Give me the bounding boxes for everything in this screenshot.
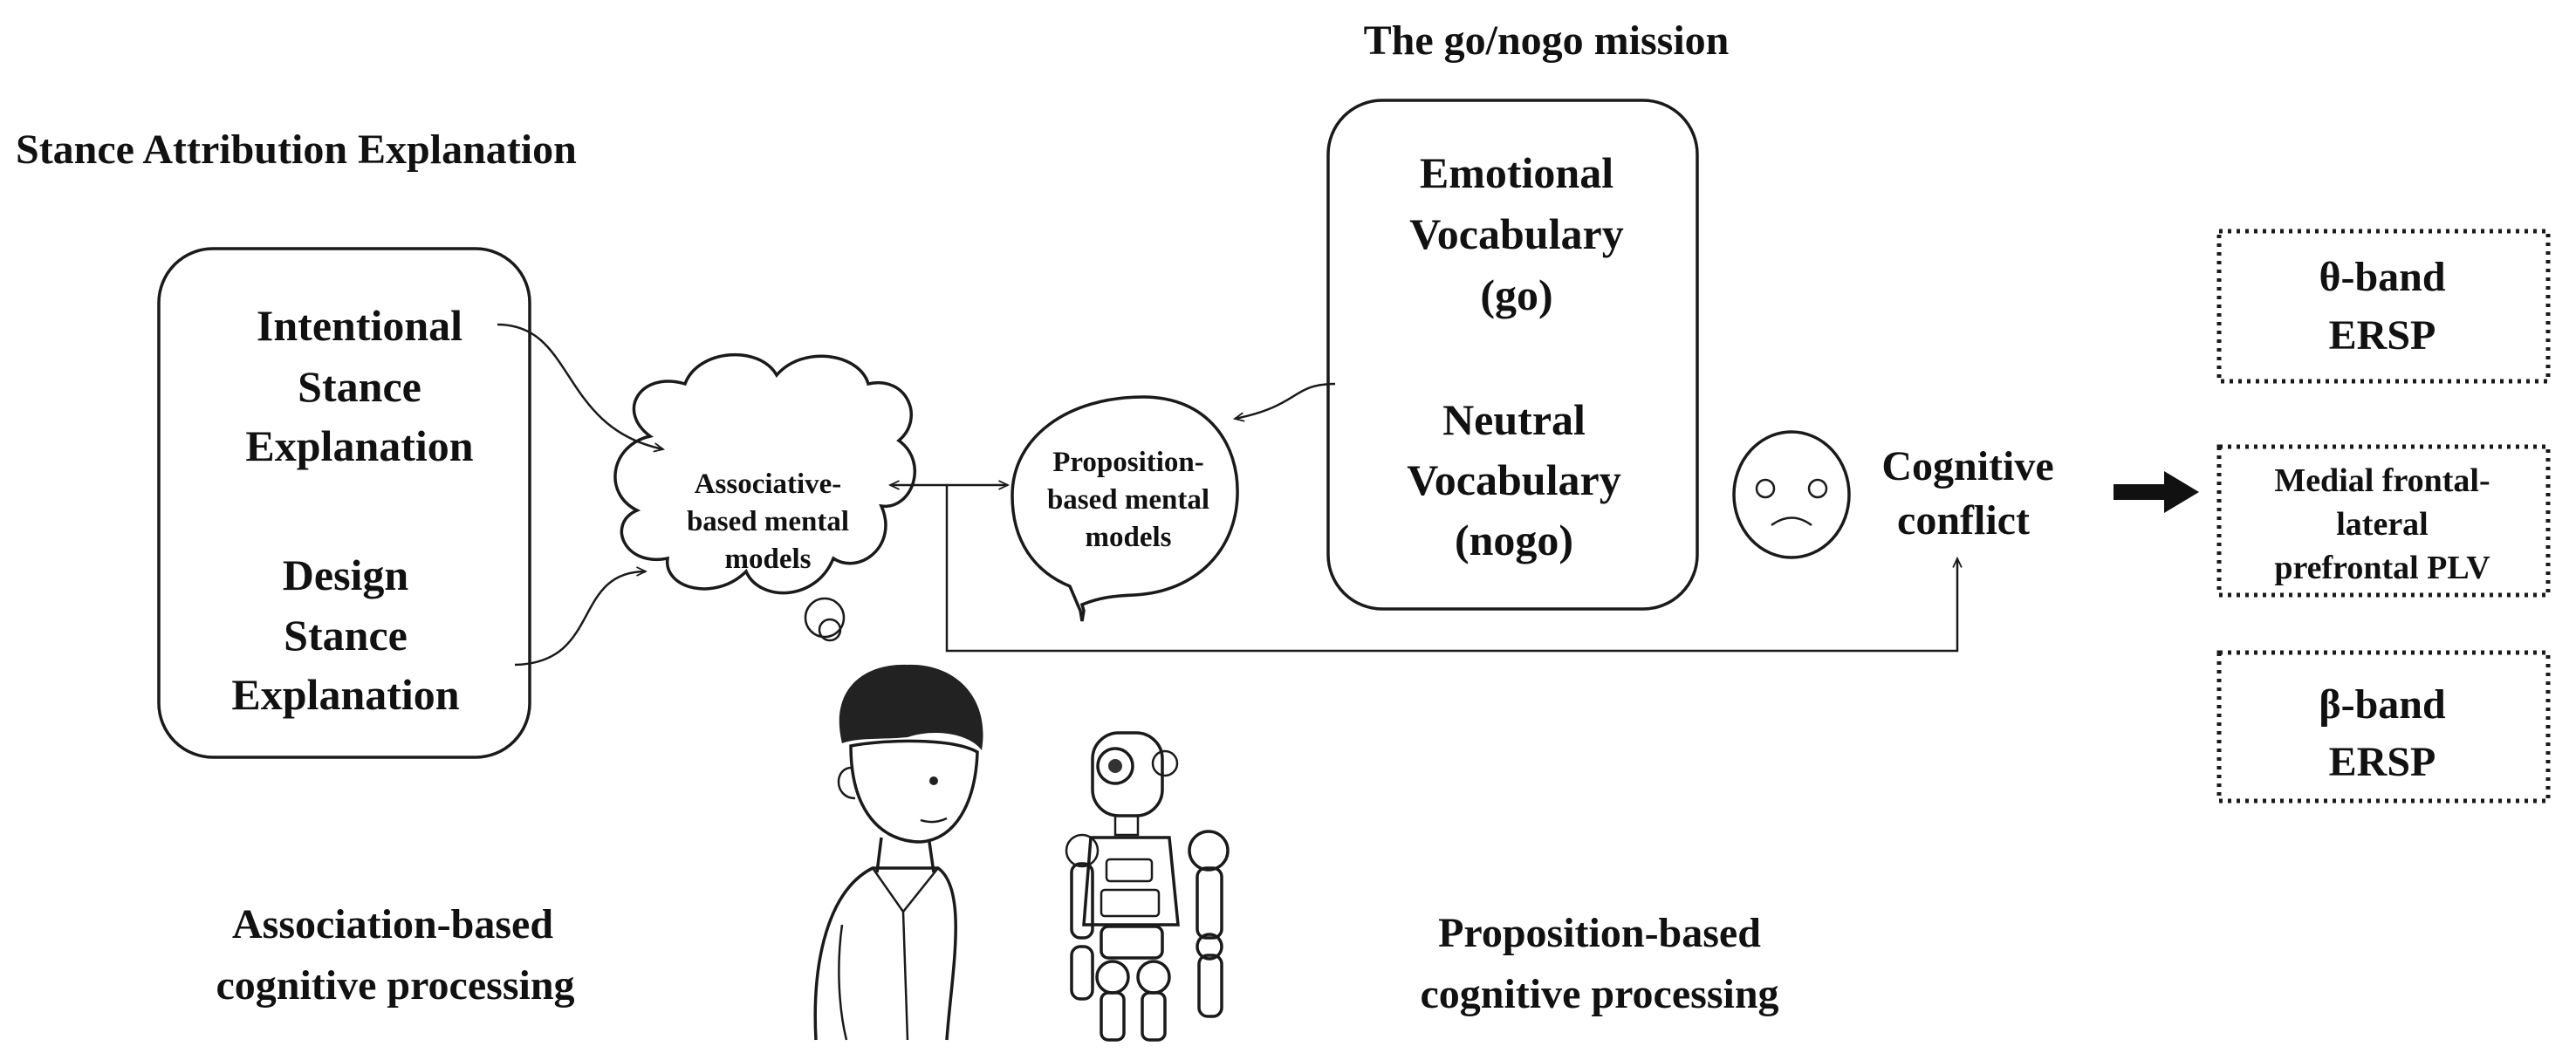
svg-text:ERSP: ERSP [2329,739,2436,785]
svg-text:lateral: lateral [2336,506,2429,543]
stance-box [157,247,531,759]
associative-cloud-text: Associative- based mental models [687,468,849,575]
svg-text:Proposition-based: Proposition-based [1438,910,1761,956]
proposition-bubble-text: Proposition- based mental models [1047,447,1209,553]
svg-text:cognitive processing: cognitive processing [216,962,574,1009]
svg-text:Neutral: Neutral [1442,395,1586,444]
arrow-vocabulary-to-bubble [1232,382,1336,422]
svg-text:Proposition-: Proposition- [1052,447,1204,478]
svg-text:Vocabulary: Vocabulary [1409,209,1623,258]
svg-text:models: models [1086,522,1172,553]
robot-illustration [1065,731,1230,1042]
svg-text:based mental: based mental [1047,484,1209,516]
svg-text:Stance: Stance [284,611,408,660]
cognitive-conflict-label: Cognitive conflict [1881,443,2053,544]
svg-text:models: models [725,544,812,575]
intentional-stance-text: Intentional Stance Explanation [245,301,473,470]
svg-text:β-band: β-band [2319,681,2446,728]
svg-text:Medial frontal-: Medial frontal- [2274,462,2490,499]
heading-stance-attribution: Stance Attribution Explanation [16,127,577,173]
svg-text:θ-band: θ-band [2319,254,2445,300]
arrow-intentional-to-cloud [497,323,666,453]
bold-right-arrow [2114,471,2199,513]
beta-band-box [2216,650,2551,804]
association-processing-label: Association-based cognitive processing [216,901,574,1009]
associative-cloud [613,352,916,642]
beta-band-text: β-band ERSP [2319,681,2446,785]
heading-gonogo-mission: The go/nogo mission [1364,17,1730,64]
svg-text:(go): (go) [1480,270,1552,319]
vocabulary-box [1326,99,1699,611]
svg-text:cognitive processing: cognitive processing [1420,971,1778,1017]
svg-text:Associative-: Associative- [695,468,842,500]
svg-text:Explanation: Explanation [245,421,473,470]
svg-text:Intentional: Intentional [257,301,462,350]
svg-text:Cognitive: Cognitive [1881,443,2053,489]
neutral-vocabulary-text: Neutral Vocabulary (nogo) [1407,395,1620,564]
proposition-bubble [1011,395,1239,622]
svg-text:conflict: conflict [1897,497,2030,544]
sad-face-icon [1732,430,1851,559]
svg-text:based mental: based mental [687,506,849,537]
arrow-to-cognitive-conflict [945,485,1963,653]
svg-text:Association-based: Association-based [232,901,553,947]
design-stance-text: Design Stance Explanation [231,551,459,719]
emotional-vocabulary-text: Emotional Vocabulary (go) [1409,148,1623,319]
plv-box [2216,444,2551,598]
svg-text:Design: Design [283,551,409,599]
svg-text:Vocabulary: Vocabulary [1407,455,1620,504]
theta-band-text: θ-band ERSP [2319,254,2445,359]
boy-illustration [813,664,983,1041]
plv-text: Medial frontal- lateral prefrontal PLV [2274,462,2490,586]
svg-text:Stance: Stance [298,362,421,411]
svg-text:Explanation: Explanation [231,670,459,719]
proposition-processing-label: Proposition-based cognitive processing [1420,910,1778,1017]
svg-text:Emotional: Emotional [1420,148,1613,197]
theta-band-box [2216,229,2551,384]
arrow-design-to-cloud [514,566,648,667]
svg-text:ERSP: ERSP [2329,312,2436,359]
svg-text:prefrontal PLV: prefrontal PLV [2274,550,2490,586]
svg-text:(nogo): (nogo) [1455,516,1573,564]
